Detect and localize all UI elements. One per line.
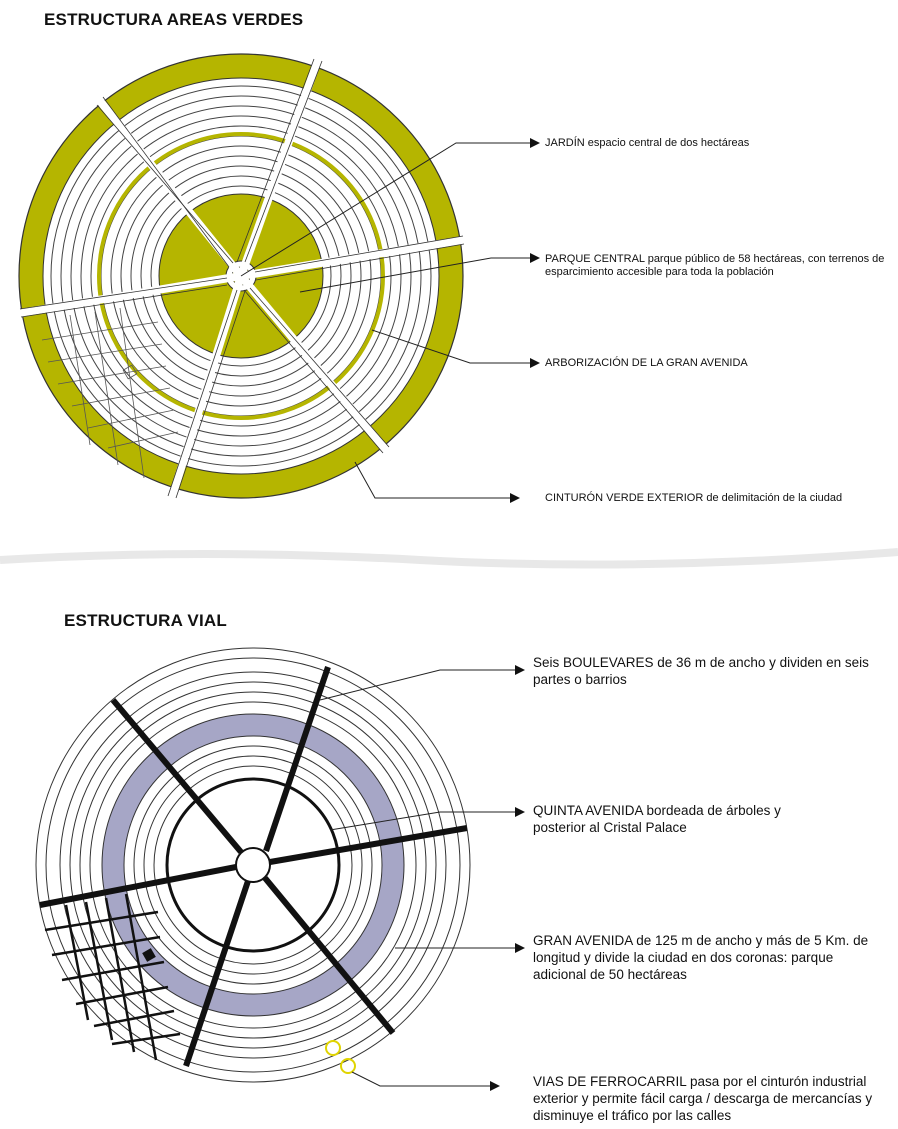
road-structure-diagram xyxy=(35,647,525,1091)
green-areas-diagram xyxy=(18,53,540,503)
label-gran-avenida: GRAN AVENIDA de 125 m de ancho y más de … xyxy=(533,933,869,982)
railway-marker xyxy=(340,1058,356,1074)
label-vias-ferrocarril: VIAS DE FERROCARRIL pasa por el cinturón… xyxy=(533,1074,873,1123)
arborizacion-ring xyxy=(97,132,385,420)
section-title-areas-verdes: ESTRUCTURA AREAS VERDES xyxy=(44,10,304,29)
label-parque-central: PARQUE CENTRAL parque público de 58 hect… xyxy=(545,253,885,278)
label-arborizacion: ARBORIZACIÓN DE LA GRAN AVENIDA xyxy=(545,357,748,369)
label-boulevares: Seis BOULEVARES de 36 m de ancho y divid… xyxy=(533,655,869,687)
label-jardin: JARDÍN espacio central de dos hectáreas xyxy=(545,137,750,149)
quinta-avenida xyxy=(165,777,341,953)
label-cinturon-verde: CINTURÓN VERDE EXTERIOR de delimitación … xyxy=(545,492,843,504)
railway-marker xyxy=(325,1040,341,1056)
gran-avenida-band xyxy=(102,714,404,1016)
section-title-estructura-vial: ESTRUCTURA VIAL xyxy=(64,611,227,630)
label-quinta-avenida: QUINTA AVENIDA bordeada de árboles y pos… xyxy=(533,803,781,835)
